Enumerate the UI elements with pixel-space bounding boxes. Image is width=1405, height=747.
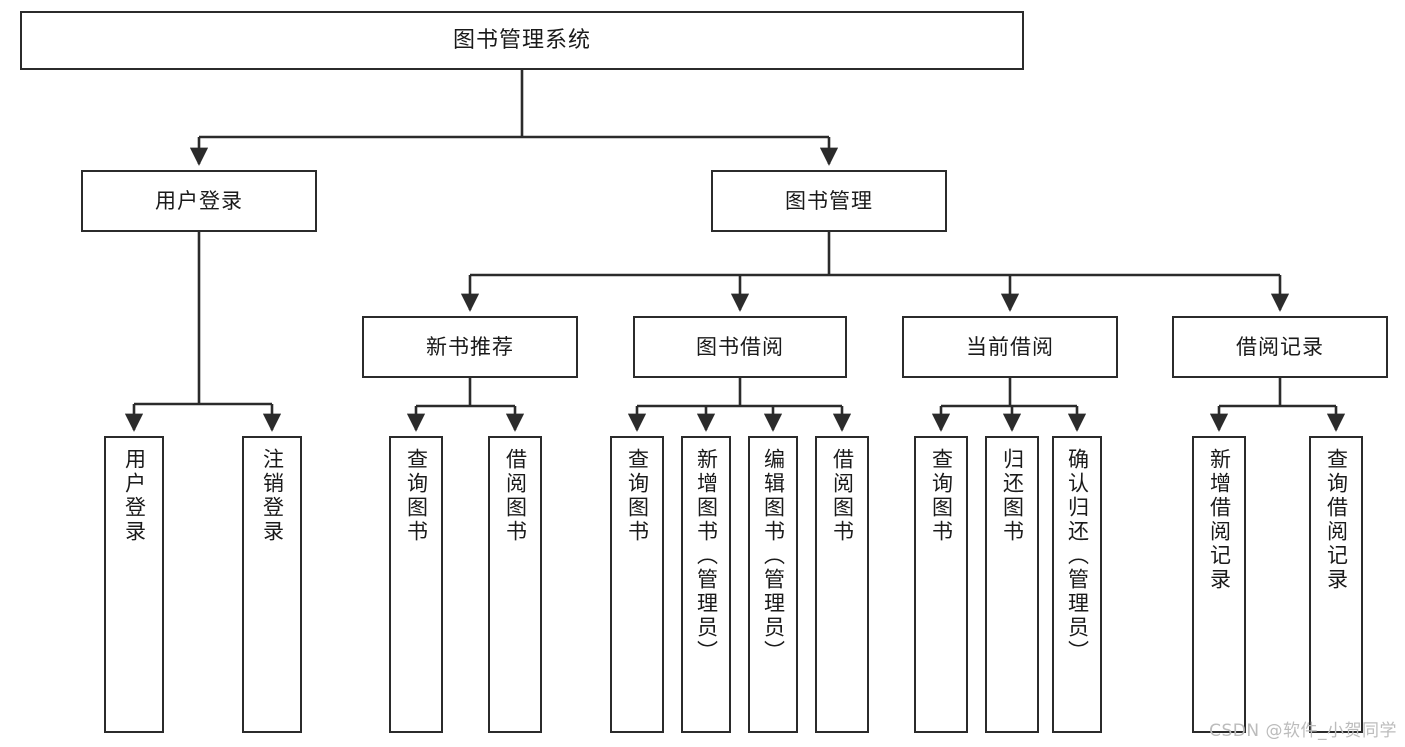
node-leaf-add-record[interactable]: 新增借阅记录	[1192, 436, 1246, 733]
node-user-login-label: 用户登录	[155, 188, 243, 213]
node-leaf-borrow-book-2-label: 借阅图书	[830, 448, 855, 544]
node-leaf-logout[interactable]: 注销登录	[242, 436, 302, 733]
node-leaf-add-record-label: 新增借阅记录	[1207, 448, 1232, 592]
node-current-borrow-label: 当前借阅	[966, 334, 1054, 359]
node-user-login[interactable]: 用户登录	[81, 170, 317, 232]
node-borrow-record-label: 借阅记录	[1236, 334, 1324, 359]
node-leaf-borrow-book-1-label: 借阅图书	[503, 448, 528, 544]
node-leaf-user-login[interactable]: 用户登录	[104, 436, 164, 733]
node-book-manage[interactable]: 图书管理	[711, 170, 947, 232]
node-leaf-borrow-book-2[interactable]: 借阅图书	[815, 436, 869, 733]
node-leaf-confirm-return[interactable]: 确认归还（管理员）	[1052, 436, 1102, 733]
node-new-book-rec[interactable]: 新书推荐	[362, 316, 578, 378]
node-leaf-add-book[interactable]: 新增图书（管理员）	[681, 436, 731, 733]
node-leaf-return-book[interactable]: 归还图书	[985, 436, 1039, 733]
node-leaf-logout-label: 注销登录	[260, 448, 285, 544]
node-root[interactable]: 图书管理系统	[20, 11, 1024, 70]
watermark: CSDN @软件_小贺同学	[1209, 721, 1397, 741]
node-leaf-query-book-1-label: 查询图书	[404, 448, 429, 544]
node-leaf-edit-book[interactable]: 编辑图书（管理员）	[748, 436, 798, 733]
node-leaf-query-record[interactable]: 查询借阅记录	[1309, 436, 1363, 733]
node-leaf-confirm-return-label: 确认归还（管理员）	[1065, 448, 1090, 664]
node-borrow-record[interactable]: 借阅记录	[1172, 316, 1388, 378]
node-leaf-return-book-label: 归还图书	[1000, 448, 1025, 544]
node-leaf-edit-book-label: 编辑图书（管理员）	[761, 448, 786, 664]
node-leaf-query-book-3[interactable]: 查询图书	[914, 436, 968, 733]
node-book-borrow[interactable]: 图书借阅	[633, 316, 847, 378]
node-leaf-query-book-3-label: 查询图书	[929, 448, 954, 544]
node-root-label: 图书管理系统	[452, 27, 591, 53]
node-new-book-rec-label: 新书推荐	[426, 334, 514, 359]
node-leaf-query-book-2[interactable]: 查询图书	[610, 436, 664, 733]
node-current-borrow[interactable]: 当前借阅	[902, 316, 1118, 378]
node-leaf-query-record-label: 查询借阅记录	[1324, 448, 1349, 592]
node-book-manage-label: 图书管理	[785, 188, 873, 213]
node-leaf-add-book-label: 新增图书（管理员）	[694, 448, 719, 664]
node-leaf-query-book-1[interactable]: 查询图书	[389, 436, 443, 733]
node-leaf-query-book-2-label: 查询图书	[625, 448, 650, 544]
node-leaf-user-login-label: 用户登录	[122, 448, 147, 544]
node-book-borrow-label: 图书借阅	[696, 334, 784, 359]
node-leaf-borrow-book-1[interactable]: 借阅图书	[488, 436, 542, 733]
